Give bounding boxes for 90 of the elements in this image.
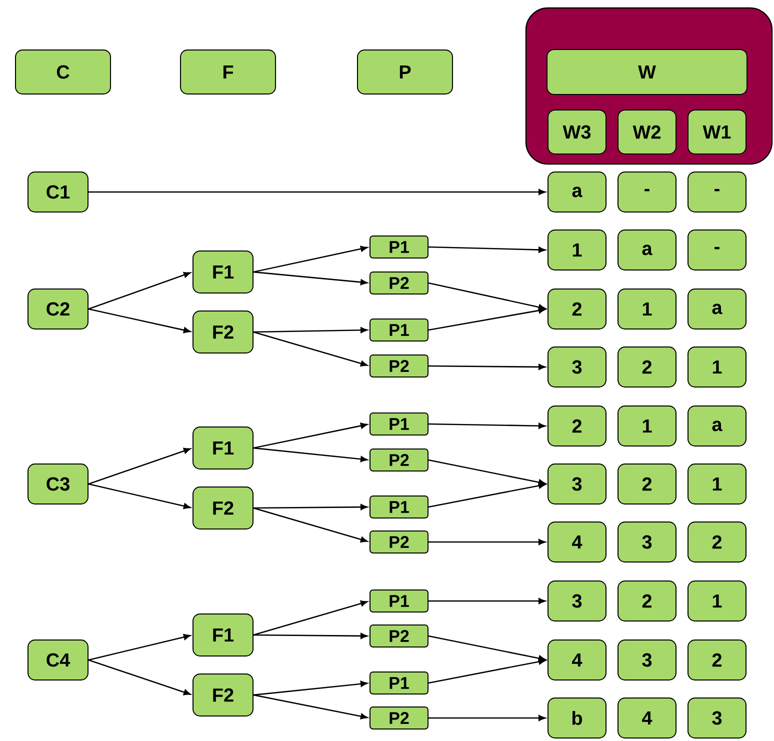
cell-box: W1: [688, 110, 746, 154]
arrow: [428, 598, 546, 604]
cell-box: W3: [548, 110, 606, 154]
cell-box: a: [548, 172, 606, 212]
port-box: P2: [370, 530, 428, 554]
port-box: P1: [370, 496, 428, 518]
cell-box: 2: [688, 640, 746, 680]
cell-box: 1: [688, 346, 746, 388]
arrow: [428, 482, 546, 508]
cell-box: b: [548, 698, 606, 738]
cell-box: 3: [618, 522, 676, 562]
cell-box: a: [618, 230, 676, 270]
arrow: [254, 632, 368, 639]
arrow: [88, 659, 191, 696]
cell-box: C1: [28, 172, 88, 212]
cell-box: 2: [688, 522, 746, 562]
cell-box: C3: [28, 464, 88, 504]
port-box: P2: [370, 354, 428, 378]
port-box: P1: [370, 318, 428, 342]
arrow: [428, 308, 546, 331]
arrow: [428, 459, 546, 486]
header-box: F: [180, 50, 276, 94]
arrow: [428, 364, 546, 370]
arrow: [428, 282, 546, 310]
cell-box: -: [688, 172, 746, 212]
cell-box: -: [688, 230, 746, 270]
arrow: [253, 507, 368, 543]
arrow: [253, 694, 368, 720]
header-box: W: [546, 49, 748, 95]
header-box: P: [357, 50, 453, 94]
arrow: [253, 447, 368, 462]
port-box: P1: [370, 672, 428, 694]
arrow: [88, 189, 546, 195]
header-box: C: [15, 50, 111, 94]
arrow: [428, 246, 546, 253]
cell-box: 1: [618, 406, 676, 446]
cell-box: -: [618, 172, 676, 212]
cell-box: a: [688, 288, 746, 330]
arrow: [253, 246, 368, 273]
cell-box: a: [688, 406, 746, 446]
cell-box: 4: [618, 698, 676, 738]
cell-box: F1: [192, 426, 254, 470]
cell-box: F1: [192, 250, 254, 294]
cell-box: 1: [618, 288, 676, 330]
arrow: [253, 422, 368, 449]
port-box: P2: [370, 624, 428, 648]
cell-box: 2: [548, 288, 606, 330]
arrow: [254, 504, 368, 510]
cell-box: 1: [548, 230, 606, 270]
cell-box: 2: [618, 580, 676, 622]
arrow: [88, 483, 191, 510]
arrow: [428, 635, 546, 662]
port-box: P1: [370, 236, 428, 258]
cell-box: 1: [688, 580, 746, 622]
cell-box: 4: [548, 522, 606, 562]
cell-box: 2: [548, 406, 606, 446]
cell-box: 3: [548, 346, 606, 388]
arrow: [428, 539, 546, 545]
arrow: [88, 448, 191, 485]
cell-box: 3: [548, 580, 606, 622]
arrow: [88, 634, 191, 661]
cell-box: 3: [618, 640, 676, 680]
port-box: P2: [370, 272, 428, 294]
cell-box: 2: [618, 464, 676, 504]
arrow: [253, 331, 368, 367]
cell-box: F2: [192, 310, 254, 354]
arrow: [254, 327, 368, 334]
arrow: [253, 600, 368, 636]
port-box: P2: [370, 448, 428, 472]
cell-box: 2: [618, 346, 676, 388]
cell-box: F2: [192, 674, 254, 716]
cell-box: 3: [548, 464, 606, 504]
cell-box: 4: [548, 640, 606, 680]
port-box: P1: [370, 590, 428, 612]
arrow: [88, 308, 191, 334]
port-box: P2: [370, 706, 428, 730]
arrow: [253, 271, 368, 286]
cell-box: F2: [192, 486, 254, 530]
arrow: [253, 680, 368, 696]
arrow: [428, 658, 546, 684]
cell-box: 1: [688, 464, 746, 504]
cell-box: C2: [28, 288, 88, 330]
cell-box: W2: [618, 110, 676, 154]
arrow: [428, 715, 546, 721]
cell-box: C4: [28, 640, 88, 680]
port-box: P1: [370, 412, 428, 436]
cell-box: 3: [688, 698, 746, 738]
arrow: [88, 272, 191, 310]
arrow: [428, 422, 546, 429]
cell-box: F1: [192, 614, 254, 656]
